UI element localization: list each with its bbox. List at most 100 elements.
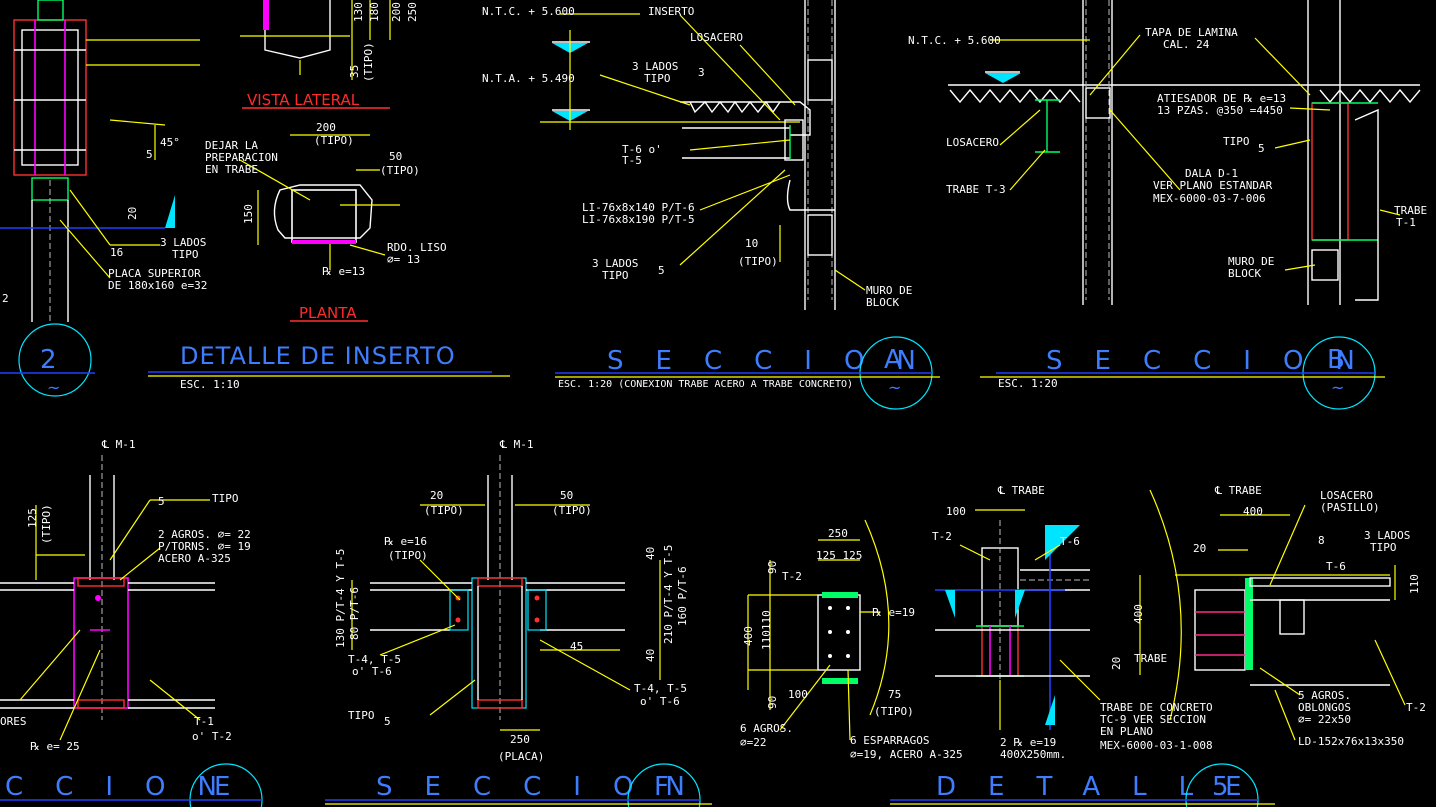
dim-180-label: 180 PL [368, 0, 381, 22]
dim-75-d5-label: 75 [888, 688, 901, 701]
seccion-a-scale: ESC. 1:20 (CONEXION TRABE ACERO A TRABE … [558, 379, 853, 390]
dim-2-label: 2 [2, 292, 9, 305]
dim-210-f-label: 210 P/T-4 Y T-5 [662, 545, 675, 644]
dejar-la-label: DEJAR LA [205, 139, 258, 152]
dim-40-bot-f-label: 40 [644, 649, 657, 662]
placa-dim-label: DE 180x160 e=32 [108, 279, 207, 292]
detalle-5-drawing: 250 125 125 90 T-2 400 110110 90 ℞ e=19 … [740, 484, 1426, 807]
en-trabe-label: EN TRABE [205, 163, 258, 176]
seccion-e-drawing: ℄ M-1 5 TIPO 125 (TIPO) 2 AGROS. ⌀= 22 P… [0, 438, 263, 807]
agros-e-label: 2 AGROS. ⌀= 22 [158, 528, 251, 541]
li-t5-label: LI-76x8x190 P/T-5 [582, 213, 695, 226]
dim-110110-d5-label: 110110 [760, 610, 773, 650]
seccion-a-bubble-sub: ~ [888, 378, 902, 397]
inserto-label: INSERTO [648, 5, 694, 18]
t6-label: T-6 o' [622, 143, 662, 156]
three-sides-d5-label: 3 LADOS [1364, 529, 1410, 542]
preparacion-label: PREPARACION [205, 151, 278, 164]
seccion-e-bubble-letter: E [214, 772, 230, 802]
dim-35-label: 35 [348, 65, 361, 78]
three-sides-a-label: 3 LADOS [632, 60, 678, 73]
t1-b-label: T-1 [1396, 216, 1416, 229]
t1-e-label: T-1 [194, 715, 214, 728]
angle-45-label: 45° [160, 136, 180, 149]
cal-24-label: CAL. 24 [1163, 38, 1210, 51]
t5-label: T-5 [622, 154, 642, 167]
plate-e16-tipo-label: (TIPO) [388, 549, 428, 562]
losacero-d5-label: LOSACERO [1320, 489, 1373, 502]
ld-angle-label: LD-152x76x13x350 [1298, 735, 1404, 748]
losacero-b-label: LOSACERO [946, 136, 999, 149]
plate-e25-label: ℞ e= 25 [30, 740, 80, 753]
nta-level-label: N.T.A. + 5.490 [482, 72, 575, 85]
t6-mid-label: T-6 [1060, 535, 1080, 548]
dim-125-label: 125 [26, 508, 39, 528]
t6-f-left-label: o' T-6 [352, 665, 392, 678]
oblongos-diam-label: ⌀= 22x50 [1298, 713, 1351, 726]
pasillo-label: (PASILLO) [1320, 501, 1380, 514]
dim-10-tipo-label: (TIPO) [738, 255, 778, 268]
dim-20-label: 20 [126, 207, 139, 220]
cl-trabe-mid-label: ℄ TRABE [997, 484, 1045, 497]
atiesador-pzas-label: 13 PZAS. @350 =4450 [1157, 104, 1283, 117]
ntc-level-a-label: N.T.C. + 5.600 [482, 5, 575, 18]
agros-diam-d5-label: ⌀=22 [740, 736, 767, 749]
plate-e19-d5-label: ℞ e=19 [872, 606, 915, 619]
weld-5-a-label: 5 [658, 264, 665, 277]
dim-150-label: 150 [242, 204, 255, 224]
diam-13-label: ⌀= 13 [387, 253, 420, 266]
detail-2-drawing: 2 ~ 45° 5 20 16 3 LADOS TIPO PLACA SUPER… [0, 0, 207, 397]
oblongos-label: OBLONGOS [1298, 701, 1351, 714]
losacero-a-label: LOSACERO [690, 31, 743, 44]
t6-f-right-label: o' T-6 [640, 695, 680, 708]
dim-90-top-d5-label: 90 [766, 561, 779, 574]
dim-250-f-label: 250 [510, 733, 530, 746]
plates-dim-mid-label: 400X250mm. [1000, 748, 1066, 761]
t6-right-label: T-6 [1326, 560, 1346, 573]
planta-label: PLANTA [299, 304, 357, 322]
acero-e-label: ACERO A-325 [158, 552, 231, 565]
tipo-f-label: TIPO [348, 709, 375, 722]
three-sides-a-tipo-label: TIPO [644, 72, 671, 85]
rdo-liso-label: RDO. LISO [387, 241, 447, 254]
dim-100-mid-label: 100 [946, 505, 966, 518]
dala-label: DALA D-1 [1185, 167, 1238, 180]
weld-5-label: 5 [146, 148, 153, 161]
detail-2-bubble-number: 2 [40, 345, 57, 375]
tipo-b-label: TIPO [1223, 135, 1250, 148]
dim-130-f-label: 130 P/T-4 Y T-5 [334, 549, 347, 648]
plate-e16-label: ℞ e=16 [384, 535, 427, 548]
tc9-label: TC-9 VER SECCION [1100, 713, 1206, 726]
seccion-b-bubble-sub: ~ [1331, 378, 1345, 397]
muro-de-a-label: MURO DE [866, 284, 912, 297]
agros-d5-label: 6 AGROS. [740, 722, 793, 735]
weld-8-label: 8 [1318, 534, 1325, 547]
three-sides-a2-tipo-label: TIPO [602, 269, 629, 282]
dim-100-d5-label: 100 [788, 688, 808, 701]
seccion-f-drawing: ℄ M-1 20 (TIPO) 50 (TIPO) ℞ e=16 (TIPO) … [325, 438, 712, 807]
atiesador-label: ATIESADOR DE ℞ e=13 [1157, 92, 1286, 105]
three-sides-a2-label: 3 LADOS [592, 257, 638, 270]
three-sides-d5-tipo-label: TIPO [1370, 541, 1397, 554]
three-sides-tipo-label: TIPO [172, 248, 199, 261]
esparragos-label: 6 ESPARRAGOS [850, 734, 929, 747]
dim-110-right-label: 110 [1408, 574, 1421, 594]
dim-250-d5-label: 250 [828, 527, 848, 540]
trabe-b-label: TRABE [1394, 204, 1427, 217]
dim-200-label: 200 [316, 121, 336, 134]
weld-5-f-label: 5 [384, 715, 391, 728]
dim-125-d5-label: 125 125 [816, 549, 862, 562]
detalle-inserto-drawing: VISTA LATERAL PLANTA 200 (TIPO) 50 (TIPO… [148, 0, 510, 391]
block-a-label: BLOCK [866, 296, 899, 309]
torns-e-label: P/TORNS. ⌀= 19 [158, 540, 251, 553]
dim-50-tipo-label: (TIPO) [380, 164, 420, 177]
vista-lateral-label: VISTA LATERAL [247, 91, 360, 109]
li-t6-label: LI-76x8x140 P/T-6 [582, 201, 695, 214]
dim-20-right-label: 20 [1193, 542, 1206, 555]
muro-de-b-label: MURO DE [1228, 255, 1274, 268]
dim-45-f-label: 45 [570, 640, 583, 653]
